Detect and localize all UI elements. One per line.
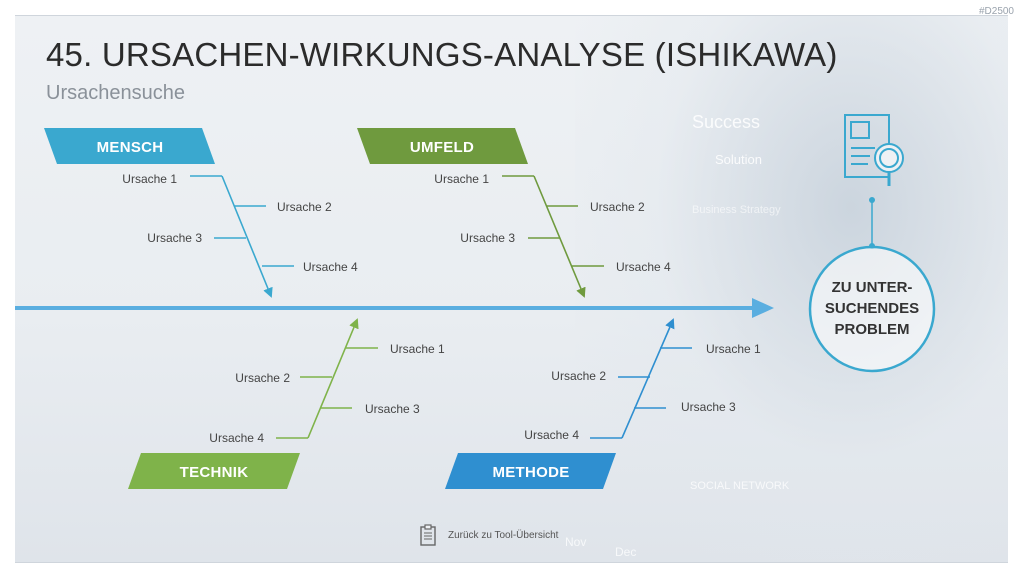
- mensch-cause-2[interactable]: Ursache 2: [277, 200, 332, 214]
- umfeld-cause-4[interactable]: Ursache 4: [616, 260, 671, 274]
- technik-cause-4[interactable]: Ursache 4: [209, 431, 264, 445]
- back-to-tool-overview-link[interactable]: Zurück zu Tool-Übersicht: [420, 522, 558, 548]
- technik-cause-3[interactable]: Ursache 3: [365, 402, 420, 416]
- category-methode: METHODE Ursache 1 Ursache 2 Ursache 3 Ur…: [445, 320, 761, 489]
- category-methode-label: METHODE: [492, 464, 569, 481]
- clipboard-icon: [420, 524, 436, 546]
- category-mensch: MENSCH Ursache 1 Ursache 2 Ursache 3 Urs…: [44, 128, 358, 296]
- umfeld-cause-3[interactable]: Ursache 3: [460, 231, 515, 245]
- category-technik-label: TECHNIK: [180, 464, 249, 481]
- umfeld-bone: [534, 176, 584, 296]
- mensch-bone: [222, 176, 271, 296]
- problem-line-3: PROBLEM: [835, 321, 910, 338]
- technik-cause-2[interactable]: Ursache 2: [235, 371, 290, 385]
- mensch-cause-1[interactable]: Ursache 1: [122, 172, 177, 186]
- document-search-icon: [845, 115, 903, 186]
- methode-cause-2[interactable]: Ursache 2: [551, 369, 606, 383]
- problem-line-1: ZU UNTER-: [832, 279, 913, 296]
- footer-link-text: Zurück zu Tool-Übersicht: [448, 530, 558, 541]
- category-technik: TECHNIK Ursache 1 Ursache 2 Ursache 3 Ur…: [128, 320, 445, 489]
- mensch-cause-4[interactable]: Ursache 4: [303, 260, 358, 274]
- technik-bone: [308, 320, 357, 438]
- methode-bone: [622, 320, 673, 438]
- problem-line-2: SUCHENDES: [825, 300, 919, 317]
- spine-arrowhead: [752, 298, 774, 318]
- methode-cause-4[interactable]: Ursache 4: [524, 428, 579, 442]
- category-mensch-label: MENSCH: [97, 139, 164, 156]
- technik-cause-1[interactable]: Ursache 1: [390, 342, 445, 356]
- methode-cause-1[interactable]: Ursache 1: [706, 342, 761, 356]
- umfeld-cause-2[interactable]: Ursache 2: [590, 200, 645, 214]
- umfeld-cause-1[interactable]: Ursache 1: [434, 172, 489, 186]
- mensch-cause-3[interactable]: Ursache 3: [147, 231, 202, 245]
- problem-connector-dot-top: [869, 197, 875, 203]
- category-umfeld-label: UMFELD: [410, 139, 474, 156]
- category-umfeld: UMFELD Ursache 1 Ursache 2 Ursache 3 Urs…: [357, 128, 671, 296]
- methode-cause-3[interactable]: Ursache 3: [681, 400, 736, 414]
